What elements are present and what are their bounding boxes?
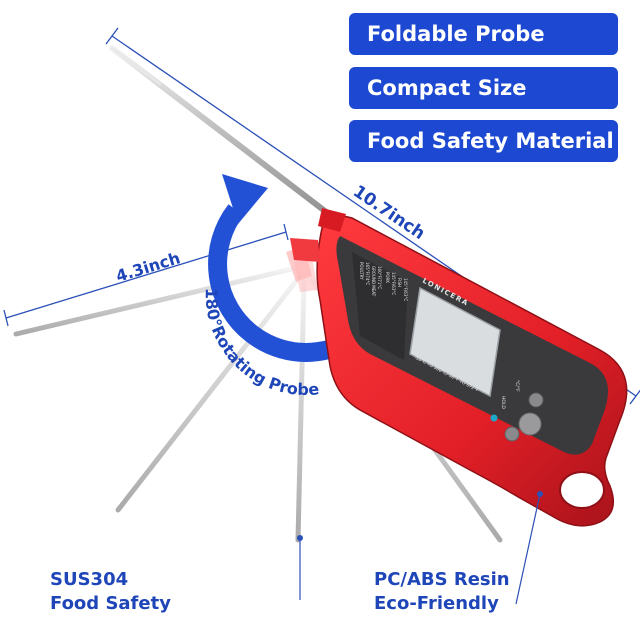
hold-button[interactable] <box>518 412 542 436</box>
probe-callout-line1: SUS304 <box>50 569 129 590</box>
hold-button-label: HOLD <box>500 396 506 409</box>
thermometer-body <box>290 208 628 527</box>
chart-row-6: 145°F/63°C <box>391 272 396 295</box>
chart-row-3: GROUND MEAT <box>371 266 376 297</box>
lcd-screen <box>409 286 501 398</box>
chart-row-8: 145°F/63°C <box>403 278 408 301</box>
unit-button-label: °C/°F <box>514 380 520 392</box>
chart-row-4: 160°F/71°C <box>377 266 382 289</box>
feature-pill-material: Food Safety Material <box>349 120 618 162</box>
chart-row-2: 165°F/74°C <box>365 262 370 285</box>
body-callout-line1: PC/ABS Resin <box>374 569 510 590</box>
dimension-line-probe-icon <box>3 223 289 327</box>
chart-row-5: PORK <box>385 272 390 283</box>
body-callout-line2: Eco-Friendly <box>374 593 499 614</box>
indicator-led-icon <box>490 414 498 422</box>
feature-pill-compact: Compact Size <box>349 67 618 109</box>
unit-toggle-button[interactable] <box>528 392 544 408</box>
chart-row-7: FISH <box>397 278 402 287</box>
temperature-chart <box>352 252 408 360</box>
probe-material-callout: SUS304 Food Safety <box>50 568 171 616</box>
probe-length-label: 4.3inch <box>114 248 183 285</box>
feature-pill-label: Foldable Probe <box>367 22 545 46</box>
feature-pill-label: Food Safety Material <box>367 129 614 153</box>
probe-callout-line2: Food Safety <box>50 593 171 614</box>
chart-row-1: POULTRY <box>359 262 364 280</box>
feature-pill-label: Compact Size <box>367 76 527 100</box>
callout-leaders <box>297 491 543 605</box>
small-button-left[interactable] <box>504 426 520 442</box>
feature-pill-foldable: Foldable Probe <box>349 13 618 55</box>
body-material-callout: PC/ABS Resin Eco-Friendly <box>374 568 510 616</box>
main-probe <box>109 45 337 221</box>
